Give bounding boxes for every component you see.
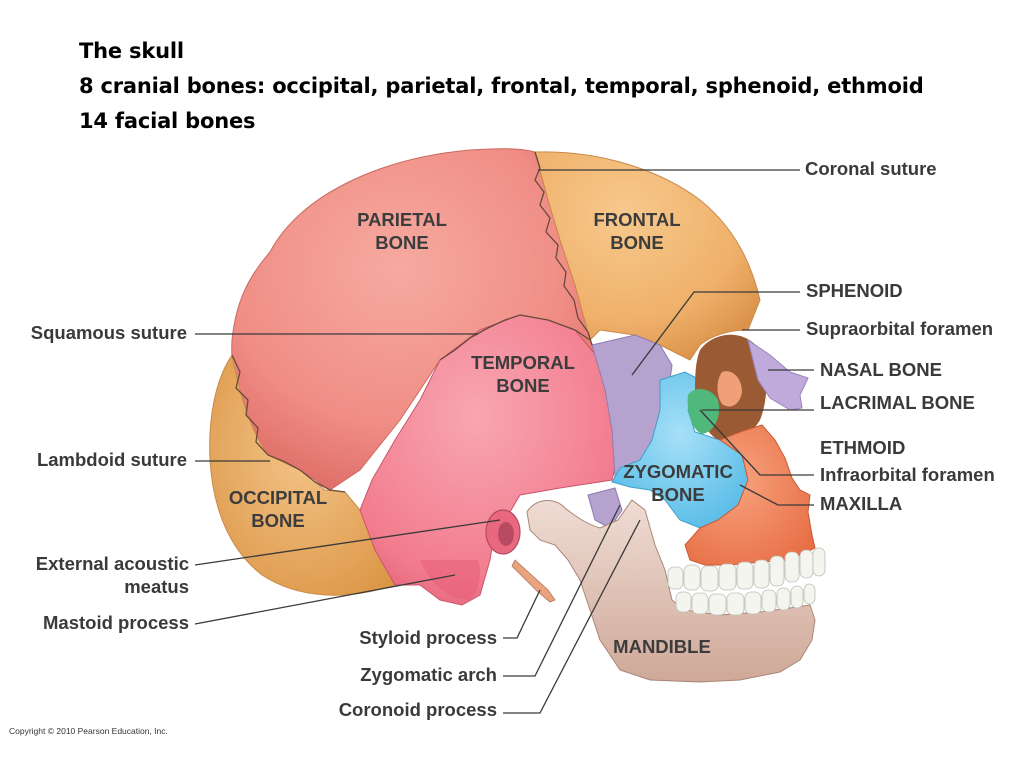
- title-line-3: 14 facial bones: [79, 109, 256, 133]
- lacrimal-bone-shape: [717, 371, 742, 407]
- upper-teeth: [667, 547, 826, 592]
- lacrimal-bone-label: LACRIMAL BONE: [820, 392, 975, 413]
- styloid-process-label: Styloid process: [359, 627, 497, 648]
- maxilla-label: MAXILLA: [820, 493, 902, 514]
- mastoid-process-label: Mastoid process: [43, 612, 189, 633]
- coronal-suture-line: [534, 151, 593, 346]
- mandible-bone-shape: [526, 499, 816, 683]
- squamous-suture-line: [439, 314, 591, 361]
- zygomatic-label-2: BONE: [651, 484, 704, 505]
- mandible-label: MANDIBLE: [613, 636, 711, 657]
- title-line-2: 8 cranial bones: occipital, parietal, fr…: [79, 74, 924, 98]
- parietal-label-1: PARIETAL: [357, 209, 447, 230]
- parietal-label-2: BONE: [375, 232, 428, 253]
- nasal-bone-shape: [747, 338, 809, 411]
- squamous-suture-label: Squamous suture: [31, 322, 187, 343]
- occipital-label-1: OCCIPITAL: [229, 487, 327, 508]
- frontal-bone-shape: [534, 151, 761, 361]
- title-line-1: The skull: [79, 39, 184, 63]
- coronal-suture-label: Coronal suture: [805, 158, 937, 179]
- lower-teeth: [675, 583, 816, 616]
- leader-lines: [194, 169, 814, 714]
- nasal-bone-label: NASAL BONE: [820, 359, 942, 380]
- frontal-label-1: FRONTAL: [594, 209, 681, 230]
- ethmoid-label: ETHMOID: [820, 437, 905, 458]
- styloid-process-shape: [511, 559, 556, 603]
- external-acoustic-label-2: meatus: [124, 576, 189, 597]
- supraorbital-foramen-label: Supraorbital foramen: [806, 318, 993, 339]
- occipital-label-2: BONE: [251, 510, 304, 531]
- zygomatic-label-1: ZYGOMATIC: [623, 461, 733, 482]
- frontal-label-2: BONE: [610, 232, 663, 253]
- mastoid-shape: [420, 560, 480, 600]
- title-block: The skull 8 cranial bones: occipital, pa…: [79, 34, 924, 139]
- temporal-label-1: TEMPORAL: [471, 352, 575, 373]
- copyright-notice: Copyright © 2010 Pearson Education, Inc.: [9, 726, 168, 736]
- temporal-label-2: BONE: [496, 375, 549, 396]
- lambdoid-suture-line: [231, 354, 346, 493]
- external-acoustic-label-1: External acoustic: [36, 553, 189, 574]
- infraorbital-foramen-label: Infraorbital foramen: [820, 464, 995, 485]
- lambdoid-suture-label: Lambdoid suture: [37, 449, 187, 470]
- meatus-opening: [498, 522, 514, 546]
- occipital-bone-shape: [209, 353, 396, 596]
- coronoid-process-label: Coronoid process: [339, 699, 497, 720]
- sphenoid-label: SPHENOID: [806, 280, 903, 301]
- zygomatic-arch-label: Zygomatic arch: [360, 664, 497, 685]
